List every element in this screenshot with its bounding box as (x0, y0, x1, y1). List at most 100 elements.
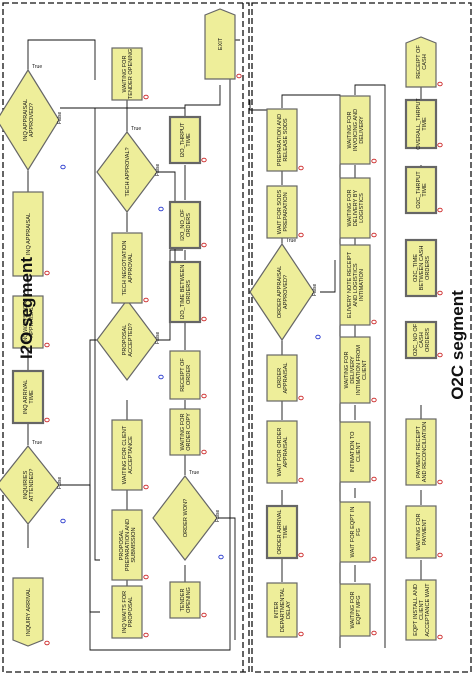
counter-indicator-icon (143, 632, 149, 638)
process-module-shape (339, 336, 371, 404)
counter-indicator-icon (44, 270, 50, 276)
process-module-shape (339, 177, 371, 239)
false-branch-label: False (57, 112, 63, 124)
node-label: INQUIRIESATTENDED? (23, 469, 35, 502)
decision-diamond (0, 68, 60, 172)
node-label: ORDER APPRAISALAPPROVED? (277, 266, 289, 319)
counter-indicator-icon (437, 290, 443, 296)
counter-indicator-icon (371, 232, 377, 238)
node-label: ORDER WON? (183, 499, 189, 538)
flowchart-nodes: INQUIRY ARRIVALINQUIRIESATTENDED?TrueFal… (0, 8, 443, 647)
wait-sods-prep-node: WAIT FOR SODSPREPARATION (266, 185, 304, 239)
node-label: WAITING FORPAYMENT (416, 513, 428, 550)
counter-indicator-icon (143, 297, 149, 303)
node-label: EXIT (218, 37, 224, 50)
record-module-shape (168, 200, 202, 250)
dispose-module-shape (405, 36, 437, 88)
process-module-shape (12, 295, 44, 349)
false-branch-label: False (215, 510, 221, 522)
order-arrival-time-node: ORDER ARRIVALTIME (265, 504, 304, 560)
inter-dept-delay-node: INTERDEPARTMENTALDELAY (266, 582, 304, 638)
process-module-shape (111, 419, 143, 491)
counter-indicator-icon (143, 94, 149, 100)
waiting-payment-node: WAITING FORPAYMENT (405, 505, 443, 559)
wait-eqpt-fg-node: WAIT FOR EQPT INFG (339, 501, 377, 563)
node-label: I2O_TIME BETWEENORDERS (180, 265, 192, 320)
counter-indicator-icon (371, 556, 377, 562)
counter-indicator-icon (437, 479, 443, 485)
process-module-shape (169, 408, 201, 456)
true-branch-label: True (189, 470, 199, 476)
counter-indicator-icon (60, 164, 66, 170)
node-label: WAITING FORINVOICING ANDDELIVERY (347, 109, 365, 151)
counter-indicator-icon (437, 81, 443, 87)
process-module-shape (169, 350, 201, 400)
counter-indicator-icon (201, 612, 207, 618)
process-module-shape (266, 582, 298, 638)
decision-diamond (0, 445, 60, 525)
counter-indicator-icon (437, 634, 443, 640)
counter-indicator-icon (437, 207, 443, 213)
false-branch-label: False (155, 332, 161, 344)
process-module-shape (339, 421, 371, 483)
node-label: TECH APPROVAL? (125, 147, 131, 196)
counter-indicator-icon (371, 476, 377, 482)
counter-indicator-icon (298, 552, 304, 558)
node-label: WAITING FORTENDER OPENING (122, 49, 134, 99)
counter-indicator-icon (60, 518, 66, 524)
process-module-shape (266, 108, 298, 172)
o2c-segment-label: O2C segment (448, 290, 467, 400)
node-label: WAITING FORDELIVERY BYLOGISTICS (347, 189, 365, 226)
node-label: O2C_NO OFCASHORDERS (413, 323, 431, 356)
inquiry-arrival-node: INQUIRY ARRIVAL (12, 577, 50, 647)
process-module-shape (266, 185, 298, 239)
node-label: INQ APPRAISALAPPROVED? (23, 99, 35, 141)
counter-indicator-icon (44, 417, 50, 423)
node-label: ORDER ARRIVALTIME (277, 510, 289, 555)
node-label: ELIVERY NOTE RECEIPTAND LOGISTICSINTIMAT… (347, 251, 365, 318)
eqpt-install-node: EQPT INSTALL ANDCLIENTACCEPTANCE WAIT (405, 579, 443, 641)
counter-indicator-icon (44, 640, 50, 646)
node-label: OVERALL_THRPUTTIME (416, 98, 428, 150)
true-branch-label: True (286, 238, 296, 244)
proposal-prep-node: PROPOSALPREPARATION ANDSUBMISSION (111, 509, 149, 581)
node-label: PREPARATION ANDRELEASE SODS (277, 114, 289, 166)
record-module-shape (168, 115, 202, 165)
record-module-shape (404, 320, 438, 360)
node-label: INTERDEPARTMENTALDELAY (274, 588, 292, 632)
process-module-shape (12, 191, 44, 277)
false-branch-label: False (57, 477, 63, 489)
node-label: O2C_TIMEBETWEEN CASHORDERS (413, 246, 431, 291)
waiting-tender-node: WAITING FORTENDER OPENING (111, 47, 149, 101)
waiting-delivery-intimation-node: WAITING FORDELIVERYINTIMATION FROMCLIENT (339, 336, 377, 404)
inq-appraisal-node: INQ APPRAISAL (12, 191, 50, 277)
counter-indicator-icon (158, 206, 164, 212)
payment-receipt-node: PAYMENT RECEIPTAND RECONCILIATION (405, 418, 443, 486)
process-module-shape (339, 583, 371, 637)
o2c-segment-frame (251, 2, 472, 673)
counter-indicator-icon (201, 316, 207, 322)
waiting-eqpt-mfg-node: WAITING FOREQPT MFG (339, 583, 377, 637)
node-label: WAITING FORORDER COPY (180, 413, 192, 451)
node-label: PROPOSALACCEPTED? (122, 323, 134, 357)
prep-release-sods-node: PREPARATION ANDRELEASE SODS (266, 108, 304, 172)
i2o-time-between-node: I2O_TIME BETWEENORDERS (168, 260, 207, 324)
node-label: WAIT FOR SODSPREPARATION (277, 190, 289, 235)
true-branch-label: True (131, 126, 141, 132)
overall-thrput-node: OVERALL_THRPUTTIME (404, 98, 443, 150)
counter-indicator-icon (371, 158, 377, 164)
record-module-shape (11, 369, 45, 425)
process-module-shape (266, 354, 298, 402)
waiting-order-copy-node: WAITING FORORDER COPY (169, 408, 207, 456)
node-label: WAITING FOR CLIENTACCEPTANCE (122, 425, 134, 484)
create-module-shape (12, 577, 44, 647)
false-branch-label: False (312, 284, 318, 296)
inq-waits-appraisal-node: INQ WAITS FORAPPRAISAL (12, 295, 50, 349)
i2o-segment-label: I2O segment (17, 257, 36, 359)
counter-indicator-icon (298, 395, 304, 401)
process-module-shape (111, 47, 143, 101)
counter-indicator-icon (218, 554, 224, 560)
counter-indicator-icon (298, 232, 304, 238)
